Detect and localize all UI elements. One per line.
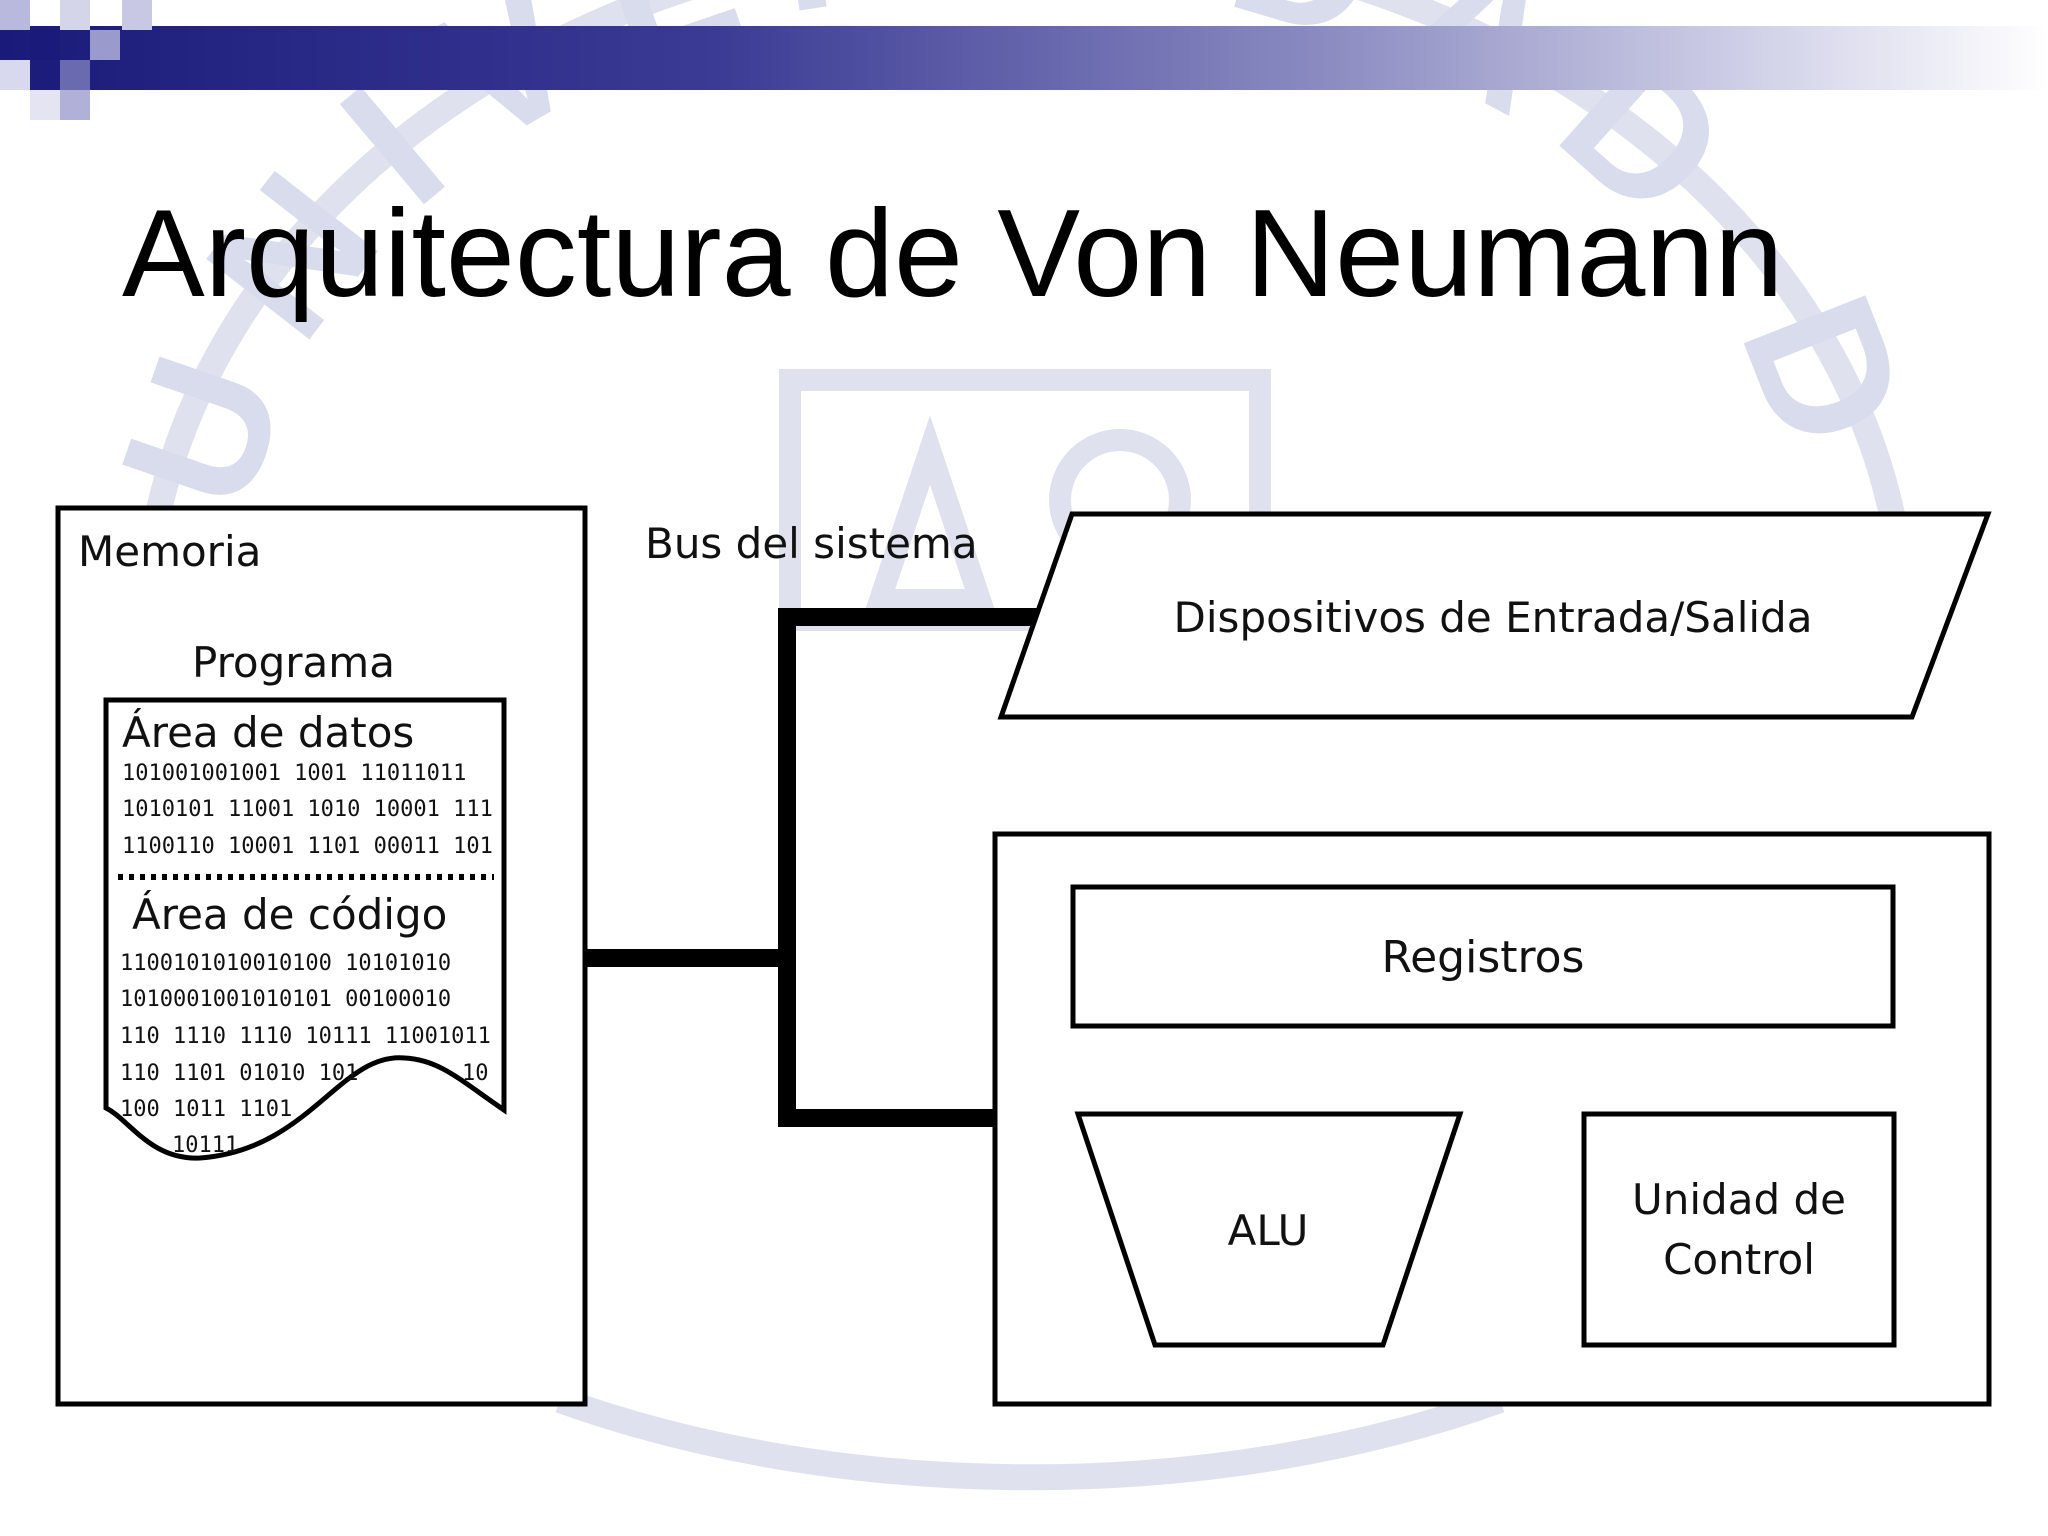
- data-area-label: Área de datos: [122, 707, 414, 757]
- bus-label: Bus del sistema: [645, 519, 978, 568]
- decor-square: [60, 90, 90, 120]
- alu-box: [1074, 1111, 1464, 1348]
- code-line: 1010001001010101 00100010: [120, 987, 451, 1012]
- decor-square: [30, 90, 60, 120]
- io-devices-label: Dispositivos de Entrada/Salida: [1174, 593, 1813, 642]
- code-line: 10111: [172, 1133, 238, 1158]
- program-document: [103, 697, 507, 1161]
- code-line: 1100101010010100 10101010: [120, 951, 451, 976]
- decor-square: [0, 0, 30, 30]
- registers-box: [1070, 884, 1896, 1029]
- decor-square: [60, 60, 90, 90]
- decor-square: [30, 30, 60, 60]
- io-devices-box: [997, 511, 1992, 720]
- decor-square: [122, 0, 152, 30]
- data-line: 1010101 11001 1010 10001 111: [122, 797, 493, 822]
- memory-label: Memoria: [78, 527, 261, 576]
- code-area-label: Área de código: [132, 889, 447, 939]
- decor-square: [60, 0, 90, 30]
- header-band: [0, 26, 2048, 90]
- control-unit-label-line1: Unidad de: [1632, 1175, 1846, 1224]
- code-line: 100 1011 1101: [120, 1097, 292, 1122]
- code-line: 110 1101 01010 101: [120, 1061, 358, 1086]
- program-label: Programa: [192, 638, 395, 687]
- control-unit-label-line2: Control: [1663, 1235, 1815, 1284]
- alu-label: ALU: [1228, 1206, 1309, 1255]
- registers-label: Registros: [1382, 932, 1585, 983]
- data-line: 1100110 10001 1101 00011 101: [122, 834, 493, 859]
- decor-square: [0, 60, 30, 90]
- code-line: 110 1110 1110 10111 11001011: [120, 1024, 491, 1049]
- slide-title: Arquitectura de Von Neumann: [122, 185, 1784, 323]
- code-line-end: 10: [462, 1061, 489, 1086]
- control-unit-box: [1581, 1111, 1897, 1348]
- data-line: 101001001001 1001 11011011: [122, 761, 466, 786]
- decor-square: [90, 30, 120, 60]
- system-bus: [584, 608, 1040, 1127]
